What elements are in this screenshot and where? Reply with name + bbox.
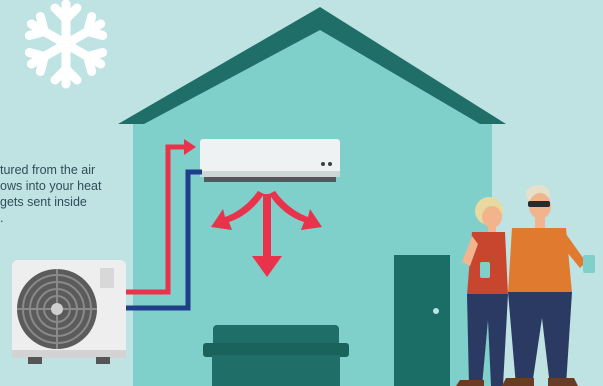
outdoor-heat-pump-unit (12, 260, 126, 364)
sofa (203, 325, 349, 386)
door (394, 255, 450, 386)
indoor-ac-unit (200, 139, 340, 182)
explanation-caption: tured from the air ows into your heat ge… (0, 162, 175, 226)
